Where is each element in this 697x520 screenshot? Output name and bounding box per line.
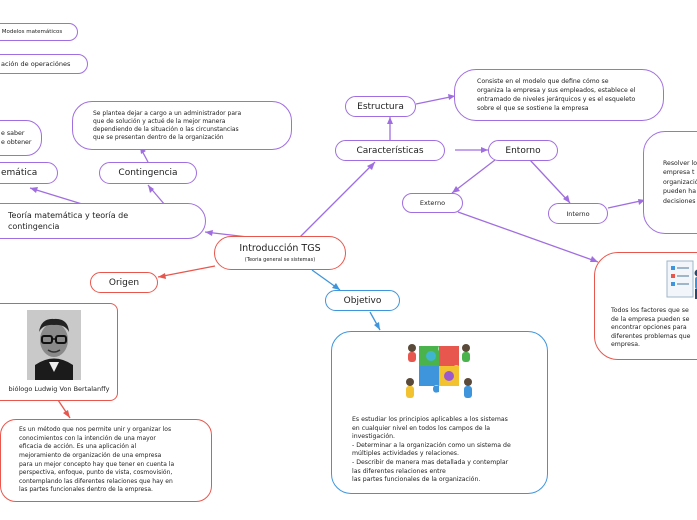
central-topic-title: Introducción TGS (239, 243, 321, 254)
node-estructura-label: Estructura (357, 101, 404, 112)
node-estructura[interactable]: Estructura (345, 96, 416, 117)
node-teoria-matematica-contingencia[interactable]: Teoría matemática y teoría de contingenc… (0, 203, 206, 239)
central-topic[interactable]: Introducción TGS (Teoria general se sist… (214, 236, 346, 270)
node-contingencia[interactable]: Contingencia (99, 162, 197, 184)
node-saber-obtener[interactable]: e saber e obtener (0, 120, 42, 156)
node-bertalanffy[interactable]: biólogo Ludwig Von Bertalanffy (0, 303, 118, 401)
node-saber-obtener-label: e saber e obtener (1, 130, 32, 146)
node-interno-description-text: Resolver lo empresa t organizació pueden… (663, 159, 697, 205)
node-objetivo[interactable]: Objetivo (325, 290, 400, 311)
node-entorno[interactable]: Entorno (488, 140, 558, 161)
node-modelos-matematicos[interactable]: Modelos matemáticos (0, 23, 78, 41)
node-externo-label: Externo (419, 199, 446, 207)
node-origen[interactable]: Origen (90, 272, 158, 293)
node-entorno-label: Entorno (505, 145, 541, 156)
node-matematica-label: emática (1, 168, 38, 178)
node-estructura-description[interactable]: Consiste en el modelo que define cómo se… (454, 69, 664, 121)
node-interno-description[interactable]: Resolver lo empresa t organizació pueden… (643, 131, 697, 234)
node-estructura-description-text: Consiste en el modelo que define cómo se… (477, 78, 636, 112)
node-objetivo-description[interactable]: Es estudiar los principios aplicables a … (331, 331, 548, 494)
node-origen-label: Origen (108, 277, 140, 288)
node-contingencia-label: Contingencia (118, 168, 178, 178)
node-metodo-description[interactable]: Es un método que nos permite unir y orga… (0, 419, 212, 502)
central-topic-subtitle: (Teoria general se sistemas) (244, 257, 316, 263)
node-contingencia-description[interactable]: Se plantea dejar a cargo a un administra… (72, 101, 292, 150)
node-externo[interactable]: Externo (402, 193, 463, 213)
node-bertalanffy-caption: biólogo Ludwig Von Bertalanffy (8, 385, 110, 393)
node-interno[interactable]: Interno (548, 203, 608, 224)
office-worker-illustration (666, 260, 697, 299)
node-operaciones-label: ación de operaciónes (1, 59, 71, 68)
bertalanffy-portrait-image (27, 310, 81, 380)
node-matematica[interactable]: emática (0, 162, 58, 184)
node-metodo-description-text: Es un método que nos permite unir y orga… (19, 426, 175, 494)
node-interno-label: Interno (566, 209, 590, 218)
node-externo-description[interactable]: Todos los factores que se de la empresa … (594, 252, 697, 360)
node-operaciones[interactable]: ación de operaciónes (0, 54, 88, 74)
node-caracteristicas-label: Características (356, 145, 424, 156)
node-objetivo-description-text: Es estudiar los principios aplicables a … (352, 416, 511, 484)
node-modelos-matematicos-label: Modelos matemáticos (1, 28, 63, 35)
node-externo-description-text: Todos los factores que se de la empresa … (611, 307, 691, 348)
node-objetivo-label: Objetivo (343, 295, 382, 306)
node-contingencia-description-text: Se plantea dejar a cargo a un administra… (93, 109, 242, 141)
node-caracteristicas[interactable]: Características (335, 140, 445, 161)
puzzle-team-illustration (406, 344, 472, 398)
node-teoria-label: Teoría matemática y teoría de contingenc… (8, 211, 129, 231)
